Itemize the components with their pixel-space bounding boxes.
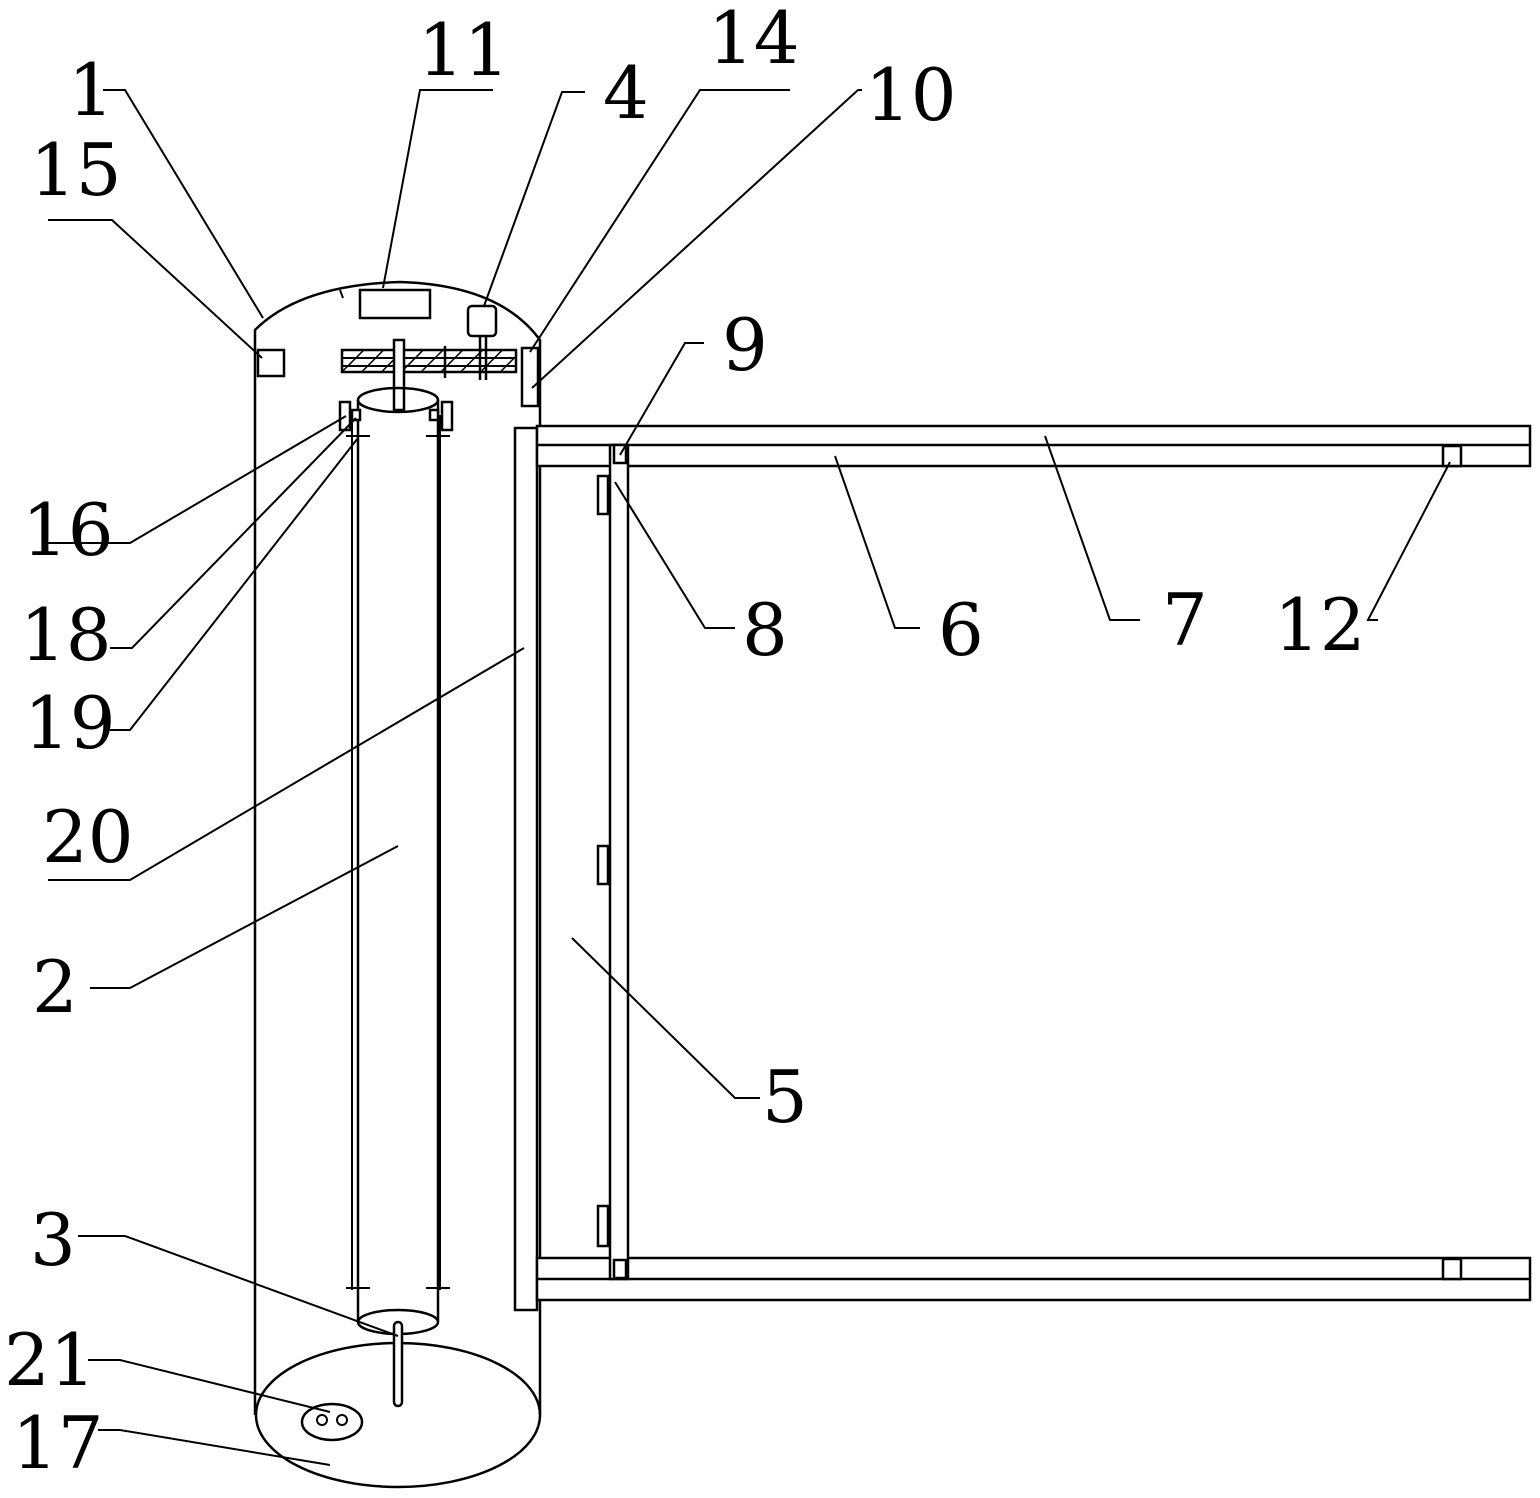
- shaft: [394, 340, 404, 410]
- label-5: 5: [762, 1055, 808, 1139]
- label-20: 20: [42, 795, 134, 879]
- label-18: 18: [20, 593, 112, 677]
- label-19: 19: [24, 681, 116, 765]
- label-12: 12: [1274, 583, 1366, 667]
- cylinder-body: [255, 282, 540, 1487]
- vertical-post-8: [610, 445, 628, 1279]
- sensor-10: [522, 348, 538, 406]
- label-21: 21: [4, 1318, 96, 1402]
- label-11: 11: [418, 8, 510, 92]
- small-box-15: [258, 350, 284, 376]
- label-10: 10: [865, 53, 957, 137]
- clamp-19: [430, 410, 438, 420]
- label-16: 16: [22, 488, 114, 572]
- label-3: 3: [30, 1198, 76, 1282]
- top-rail: [537, 426, 1530, 466]
- port-21: [302, 1404, 362, 1440]
- end-block-12-top: [1443, 446, 1461, 466]
- gear-plate: [342, 346, 516, 378]
- tab-1: [598, 476, 608, 514]
- bottom-rail: [537, 1258, 1530, 1300]
- end-block-12-bottom: [1443, 1259, 1461, 1279]
- label-2: 2: [32, 945, 78, 1029]
- label-4: 4: [603, 51, 649, 135]
- label-15: 15: [30, 128, 122, 212]
- mount-plate-20: [515, 428, 537, 1310]
- label-14: 14: [708, 0, 800, 80]
- top-box-11: [360, 290, 430, 318]
- label-17: 17: [12, 1401, 104, 1485]
- label-1: 1: [68, 48, 114, 132]
- motor-4: [468, 306, 496, 336]
- clamp-16-right: [442, 402, 452, 430]
- tab-3: [598, 1206, 608, 1246]
- label-7: 7: [1162, 578, 1208, 662]
- label-9: 9: [722, 303, 768, 387]
- label-8: 8: [742, 588, 788, 672]
- label-6: 6: [938, 588, 984, 672]
- tab-2: [598, 846, 608, 884]
- inner-cylinder-2: [346, 388, 450, 1334]
